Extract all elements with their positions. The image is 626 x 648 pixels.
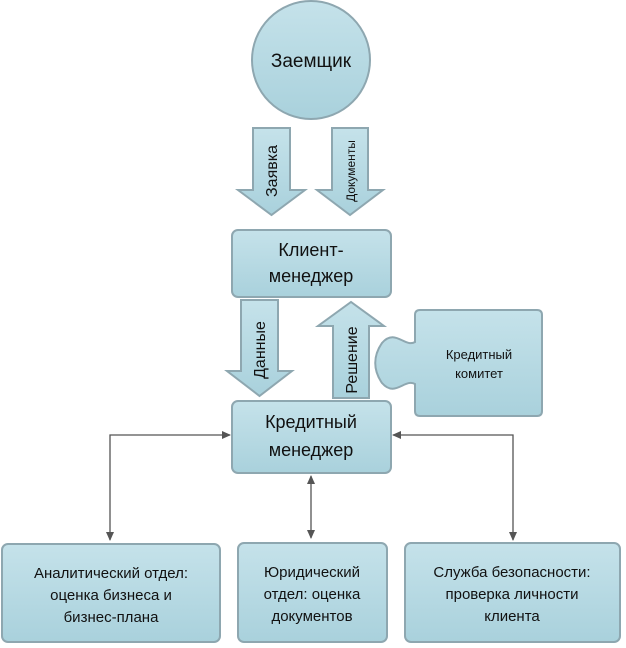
security-service-line-3: клиента — [484, 608, 540, 625]
analytical-dept-line-1: Аналитический отдел: — [34, 565, 188, 582]
down-arrow-icon — [224, 299, 295, 398]
security-service-line-2: проверка личности — [445, 586, 578, 603]
connector-icon — [392, 431, 517, 541]
analytical-dept-line-2: оценка бизнеса и — [50, 587, 172, 604]
client-manager-line-1: Клиент- — [278, 240, 343, 260]
down-arrow-icon — [314, 127, 386, 217]
application-label: Заявка — [264, 145, 281, 197]
credit-manager-line-1: Кредитный — [265, 412, 357, 432]
credit-committee-line-2: комитет — [455, 366, 503, 381]
up-arrow-icon — [314, 300, 388, 399]
decision-arrow: Решение — [314, 300, 388, 399]
legal-dept-node: Юридический отдел: оценка документов — [237, 542, 388, 643]
decision-label: Решение — [344, 326, 361, 393]
application-arrow: Заявка — [234, 127, 309, 217]
data-arrow: Данные — [224, 299, 295, 398]
legal-dept-line-3: документов — [271, 608, 352, 625]
client-manager-node: Клиент- менеджер — [231, 229, 392, 298]
security-service-node: Служба безопасности: проверка личности к… — [404, 542, 621, 643]
connector-icon — [106, 431, 231, 541]
connectors — [106, 431, 517, 541]
down-arrow-icon — [234, 127, 309, 217]
legal-dept-line-1: Юридический — [264, 564, 360, 581]
credit-committee-node: Кредитный комитет — [374, 309, 543, 417]
client-manager-line-2: менеджер — [269, 266, 354, 286]
legal-dept-line-2: отдел: оценка — [264, 586, 361, 603]
credit-committee-line-1: Кредитный — [446, 347, 512, 362]
credit-manager-node: Кредитный менеджер — [231, 400, 392, 474]
credit-manager-line-2: менеджер — [269, 440, 354, 460]
analytical-dept-node: Аналитический отдел: оценка бизнеса и би… — [1, 543, 221, 643]
documents-label: Документы — [344, 140, 358, 202]
security-service-line-1: Служба безопасности: — [433, 564, 590, 581]
borrower-node: Заемщик — [251, 0, 371, 120]
puzzle-icon — [374, 309, 543, 417]
data-label: Данные — [252, 321, 269, 379]
analytical-dept-line-3: бизнес-плана — [64, 609, 159, 626]
documents-arrow: Документы — [314, 127, 386, 217]
borrower-label: Заемщик — [271, 51, 352, 72]
